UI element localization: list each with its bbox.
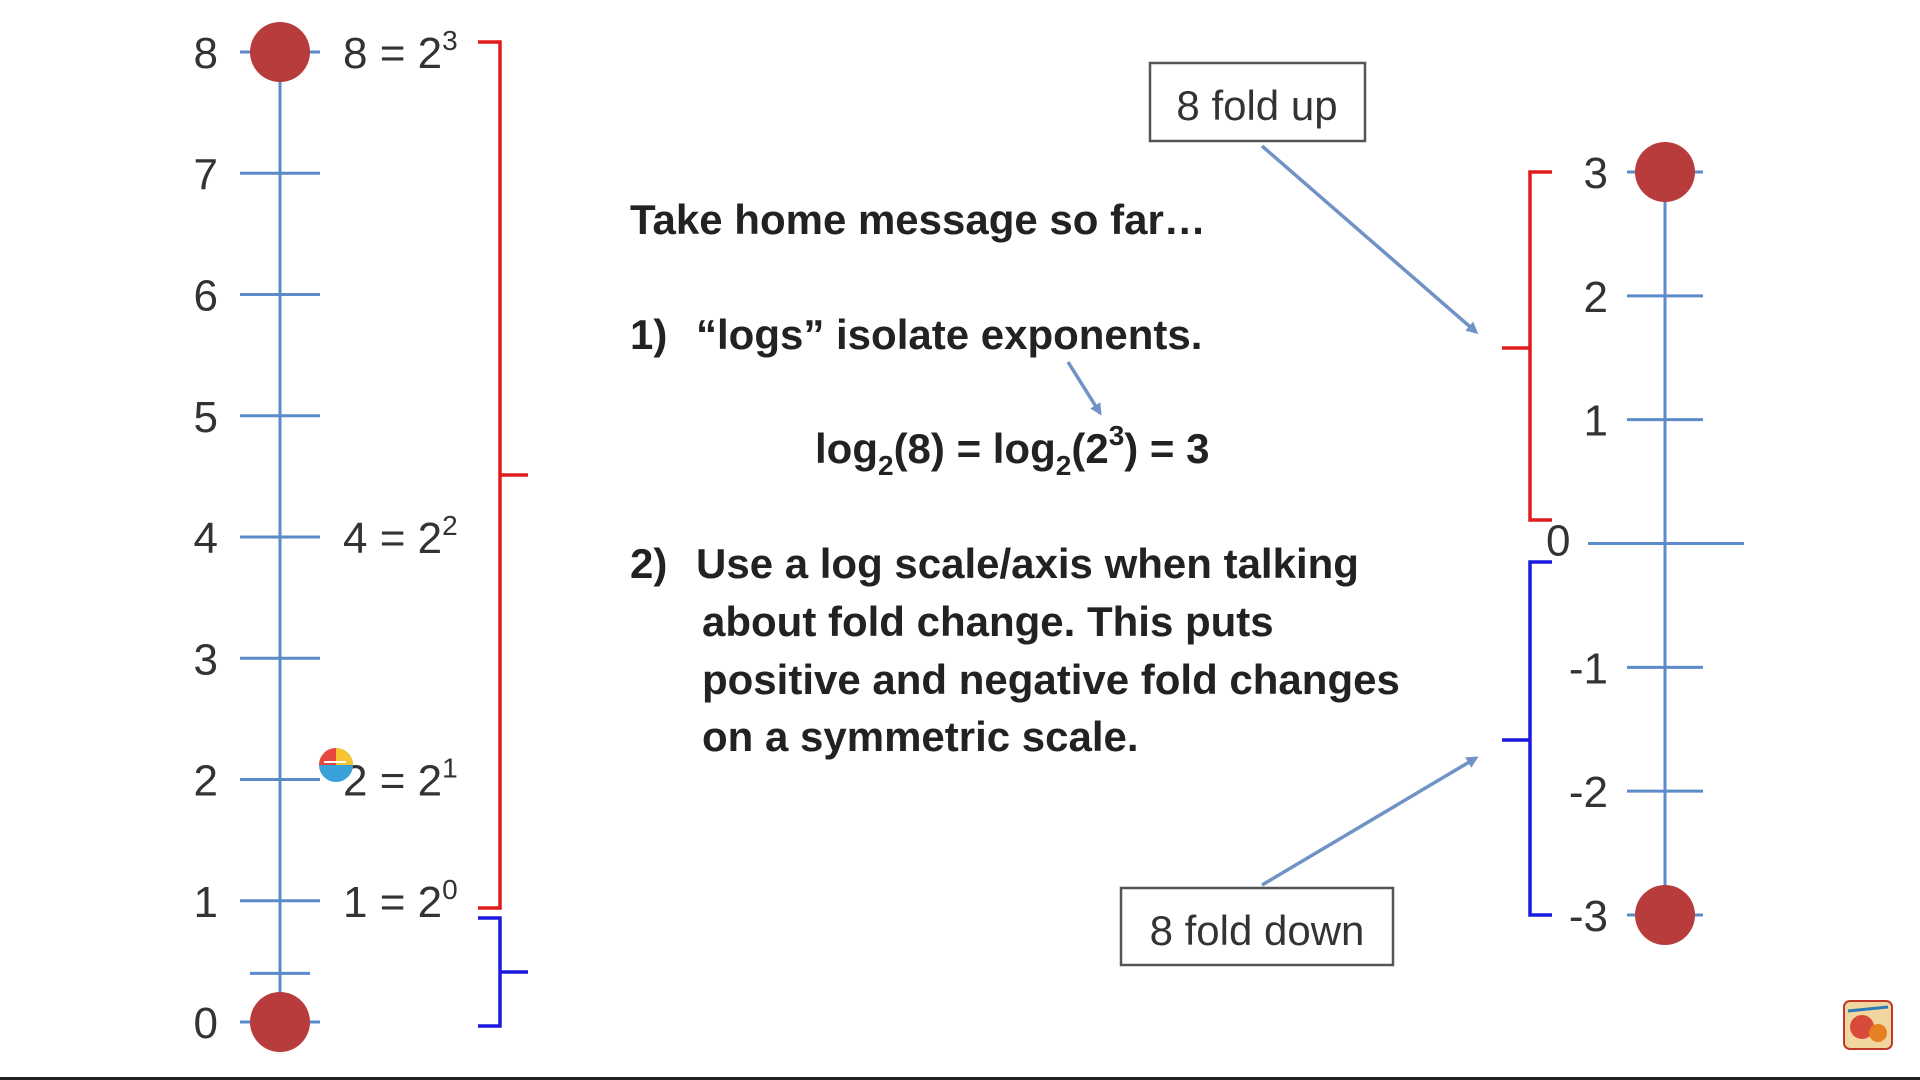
- point-2-line-2: about fold change. This puts: [702, 598, 1274, 645]
- log-axis-dots: [1635, 142, 1695, 945]
- red-bracket-right: [1502, 170, 1552, 522]
- fold-down-arrow: [1261, 756, 1479, 887]
- linear-tick-label: 2: [194, 757, 218, 806]
- fold-down-label: 8 fold down: [1150, 907, 1365, 954]
- colorful-cursor-icon: [319, 748, 353, 782]
- log-axis-dot: [1635, 142, 1695, 202]
- linear-tick-label: 3: [194, 635, 218, 684]
- power-of-two-labels: 8 = 23 4 = 22 2 = 21 1 = 20: [343, 25, 458, 927]
- linear-axis-dots: [250, 22, 310, 1052]
- linear-tick-label: 8: [194, 29, 218, 78]
- fold-up-box: [1148, 61, 1367, 143]
- red-bracket-left: [478, 40, 528, 910]
- log-tick-label: -2: [1569, 768, 1608, 817]
- linear-tick-label: 6: [194, 272, 218, 321]
- linear-axis-ticks: 0 1 2 3 4 5 6 7 8: [194, 29, 320, 1048]
- power-of-two-label: 8 = 23: [343, 25, 458, 78]
- log-tick-label: 2: [1584, 273, 1608, 322]
- bottom-border: [0, 1077, 1920, 1080]
- fold-up-arrow: [1260, 144, 1479, 334]
- exponent-arrow: [1066, 361, 1102, 416]
- point-2-line-3: positive and negative fold changes: [702, 656, 1400, 703]
- power-of-two-label: 1 = 20: [343, 874, 458, 927]
- message-title: Take home message so far…: [630, 196, 1206, 243]
- linear-axis-dot: [250, 992, 310, 1052]
- log-axis-ticks: 3 2 1 0 -1 -2 -3: [1546, 149, 1744, 941]
- blue-bracket-right: [1502, 560, 1552, 917]
- log-tick-label: 0: [1546, 517, 1570, 566]
- linear-tick-label: 4: [194, 514, 218, 563]
- linear-tick-label: 5: [194, 393, 218, 442]
- log-axis: 3 2 1 0 -1 -2 -3: [1546, 142, 1744, 945]
- fold-up-label: 8 fold up: [1176, 82, 1337, 129]
- take-home-message: Take home message so far… 1) “logs” isol…: [630, 196, 1400, 760]
- point-2-line-4: on a symmetric scale.: [702, 713, 1139, 760]
- linear-tick-label: 0: [194, 999, 218, 1048]
- point-2-line-1: Use a log scale/axis when talking: [696, 540, 1359, 587]
- linear-tick-label: 1: [194, 878, 218, 927]
- log-tick-label: -1: [1569, 644, 1608, 693]
- log-tick-label: -3: [1569, 892, 1608, 941]
- point-1-text: “logs” isolate exponents.: [696, 311, 1202, 358]
- log-tick-label: 3: [1584, 149, 1608, 198]
- linear-axis: 0 1 2 3 4 5 6 7 8 8 = 23 4 = 22 2 = 21 1 = 20: [194, 22, 458, 1052]
- log-formula: log2(8) = log2(23) = 3: [815, 420, 1209, 481]
- callout-fold-down: 8 fold down: [1119, 756, 1479, 967]
- channel-logo-icon: [1843, 1000, 1893, 1050]
- callout-fold-up: 8 fold up: [1148, 61, 1479, 334]
- linear-axis-dot: [250, 22, 310, 82]
- blue-bracket-left: [478, 916, 528, 1028]
- fold-down-box: [1119, 886, 1395, 967]
- point-2-number: 2): [630, 540, 667, 587]
- point-1-number: 1): [630, 311, 667, 358]
- log-tick-label: 1: [1584, 397, 1608, 446]
- log-axis-dot: [1635, 885, 1695, 945]
- power-of-two-label: 4 = 22: [343, 510, 458, 563]
- linear-tick-label: 7: [194, 150, 218, 199]
- power-of-two-label: 2 = 21: [343, 753, 458, 806]
